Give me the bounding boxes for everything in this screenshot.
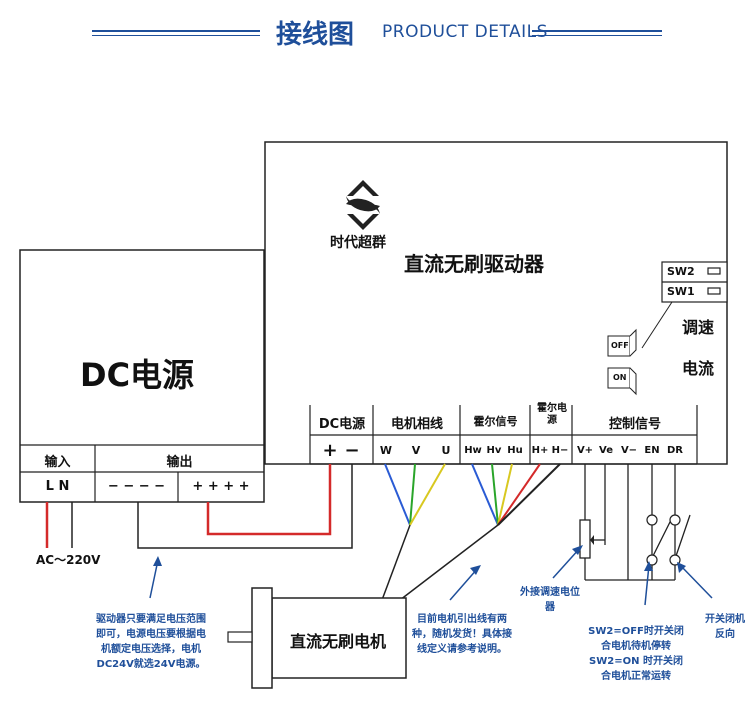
header-line-left-thin <box>92 35 260 36</box>
pin-minus: − <box>344 440 360 461</box>
potentiometer-arrowhead <box>590 535 594 545</box>
header-title-en: PRODUCT DETAILS <box>382 22 548 42</box>
sw1-label: SW1 <box>667 285 695 298</box>
speed-label: 调速 <box>682 318 715 337</box>
annotation-arrows <box>149 547 713 606</box>
pin-h-minus: H− <box>551 445 569 456</box>
sw-switch-box <box>661 261 728 303</box>
driver-title: 直流无刷驱动器 <box>404 252 544 276</box>
pin-hu: Hu <box>507 445 523 456</box>
pin-v-plus: V+ <box>576 445 594 456</box>
psu-output-minus: − − − − <box>107 479 166 494</box>
pin-u: U <box>441 444 451 457</box>
driver-terminal-block <box>309 405 698 465</box>
hall-bundle <box>399 524 499 601</box>
terminal-motor-phase-header: 电机相线 <box>390 417 443 432</box>
motor-shaft <box>227 631 253 643</box>
header-line-right-thin <box>532 35 662 36</box>
current-label: 电流 <box>682 359 715 378</box>
motor-label: 直流无刷电机 <box>290 632 387 651</box>
psu-output-label: 输出 <box>166 455 193 470</box>
off-switch-icon <box>607 328 637 357</box>
driver-box <box>264 141 728 465</box>
terminal-hall-signal-header: 霍尔信号 <box>473 415 518 428</box>
header-line-right <box>532 30 662 32</box>
psu-output-plus: + + + + <box>192 479 250 494</box>
pin-v: V <box>411 444 421 457</box>
motor-phase-bundle <box>381 524 411 601</box>
dc-wire-minus <box>137 464 353 549</box>
pin-w: W <box>379 444 393 457</box>
ac-voltage-label: AC～220V <box>36 553 101 567</box>
header-line-left <box>92 30 260 32</box>
psu-note: 驱动器只要满足电压范围即可，电源电压要根据电机额定电压选择，电机DC24V就选2… <box>96 614 206 670</box>
psu-terminal-block <box>20 444 264 502</box>
psu-input-label: 输入 <box>44 455 71 470</box>
sw-pointer-line <box>641 301 673 349</box>
on-switch-icon <box>607 367 637 396</box>
off-label: OFF <box>611 341 629 350</box>
terminal-hall-power-header: 霍尔电源 <box>537 403 567 426</box>
pin-en: EN <box>644 445 660 456</box>
on-label: ON <box>613 373 627 382</box>
pin-hw: Hw <box>464 445 482 456</box>
terminal-control-signal-header: 控制信号 <box>608 417 661 432</box>
motor-phase-wires <box>384 463 446 526</box>
pin-ve: Ve <box>599 445 613 456</box>
header-title-cn: 接线图 <box>276 20 355 50</box>
motor-flange <box>251 587 273 689</box>
pin-v-minus: V− <box>620 445 638 456</box>
psu-title: DC电源 <box>80 356 195 394</box>
pin-h-plus: H+ <box>531 445 549 456</box>
reverse-note: 开关闭机反向 <box>705 614 745 640</box>
brand-logo-mark <box>346 180 380 230</box>
pin-plus: + <box>322 440 338 461</box>
pot-note: 外接调速电位器 <box>520 587 580 613</box>
terminal-dc-power-header: DC电源 <box>318 417 366 432</box>
hall-wires <box>471 463 561 526</box>
sw2-note: SW2=OFF时开关闭合电机待机停转 SW2=ON 时开关闭合电机正常运转 <box>588 626 684 682</box>
motor-note: 目前电机引出线有两种，随机发货！具体接线定义请参考说明。 <box>412 614 512 655</box>
potentiometer <box>579 519 591 559</box>
annotation-arrowheads <box>153 545 686 575</box>
dc-wire-plus <box>206 464 332 536</box>
psu-box <box>19 249 265 503</box>
motor-body <box>271 597 407 679</box>
pin-dr: DR <box>666 445 683 456</box>
brand-name: 时代超群 <box>330 235 386 251</box>
pin-hv: Hv <box>486 445 502 456</box>
psu-input-pins: L N <box>45 479 70 494</box>
sw2-label: SW2 <box>667 265 695 278</box>
